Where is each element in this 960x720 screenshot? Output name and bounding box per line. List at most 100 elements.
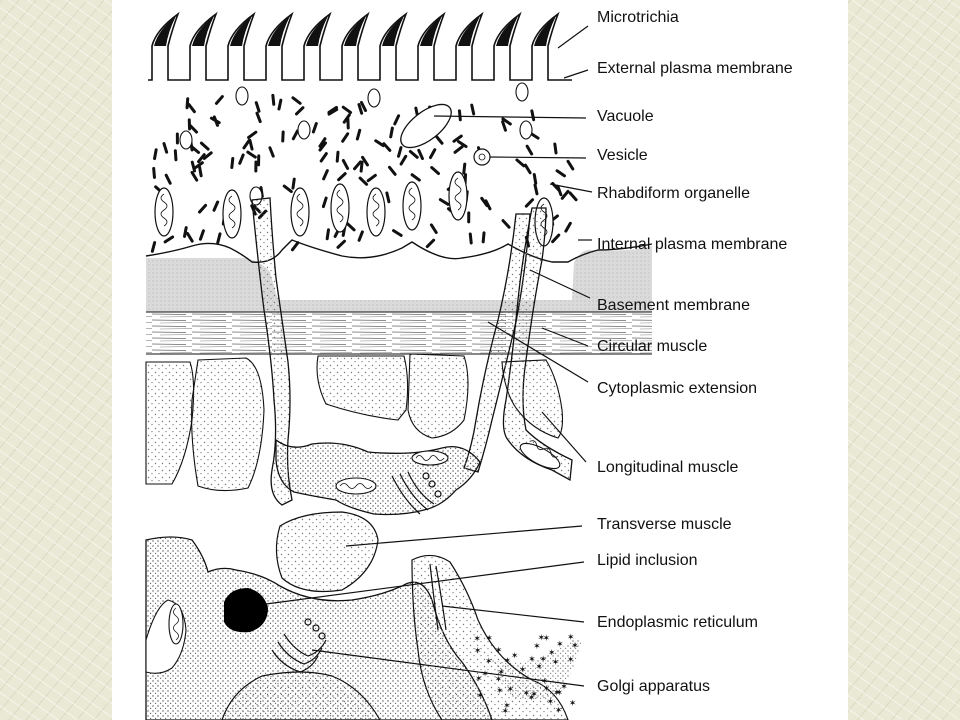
rhabdiform-rod [277, 98, 283, 111]
svg-text:✶: ✶ [552, 658, 560, 668]
rhabdiform-rod [425, 238, 436, 249]
rhabdiform-rod [254, 160, 258, 173]
svg-text:✶: ✶ [555, 706, 563, 716]
rhabdiform-rod [385, 191, 391, 204]
label-endoplasmic-reticulum: Endoplasmic reticulum [597, 614, 758, 631]
microtrichium-spine [458, 16, 480, 46]
svg-text:✶: ✶ [481, 670, 489, 680]
rhabdiform-rod [553, 142, 558, 155]
rhabdiform-rod [410, 173, 421, 182]
rhabdiform-rod [336, 239, 346, 249]
microtrichium-spine [268, 16, 290, 46]
rhabdiform-rod [481, 231, 486, 244]
rhabdiform-rod [361, 155, 369, 167]
rhabdiform-rod [164, 173, 172, 185]
svg-text:✶: ✶ [476, 691, 484, 701]
rhabdiform-rod [429, 223, 438, 234]
svg-text:✶: ✶ [474, 647, 482, 657]
rhabdiform-rod [190, 145, 201, 154]
label-cytoplasmic-extension: Cytoplasmic extension [597, 380, 758, 397]
rhabdiform-rod [564, 221, 572, 233]
rhabdiform-rod [374, 139, 385, 148]
golgi-apparatus-shape [271, 618, 327, 673]
rhabdiform-rod [408, 149, 419, 159]
svg-text:✶: ✶ [495, 646, 503, 656]
rhabdiform-rod [392, 229, 403, 237]
endoplasmic-reticulum-shape [429, 563, 447, 631]
rhabdiform-rod [162, 142, 169, 154]
rhabdiform-rod [212, 115, 220, 127]
rhabdiform-rod [430, 166, 440, 175]
label-golgi-apparatus: Golgi apparatus [597, 678, 710, 695]
rhabdiform-rod [480, 196, 489, 208]
label-lipid-inclusion: Lipid inclusion [597, 552, 698, 569]
microtrichium-spine [192, 16, 214, 46]
rhabdiform-rod [468, 232, 473, 245]
rhabdiform-rod [246, 150, 257, 159]
rhabdiform-rod [190, 170, 199, 182]
svg-text:✶: ✶ [539, 655, 547, 665]
lipid-inclusion-shape [224, 588, 268, 633]
transverse-muscle-shape [275, 511, 379, 593]
rhabdiform-rod [462, 162, 467, 175]
svg-text:✶: ✶ [495, 675, 503, 685]
rhabdiform-rod [341, 159, 350, 170]
rhabdiform-rod [198, 203, 208, 214]
rhabdiform-rod [359, 160, 364, 173]
rhabdiform-rod [457, 140, 468, 149]
rhabdiform-rod [190, 160, 196, 173]
rhabdiform-rod [355, 128, 362, 141]
svg-text:✶: ✶ [501, 707, 509, 717]
rhabdiform-rod [357, 230, 364, 242]
rhabdiform-rod [457, 109, 462, 122]
rhabdiform-rod [254, 101, 261, 113]
label-basement-membrane: Basement membrane [597, 297, 750, 314]
svg-text:✶: ✶ [535, 662, 543, 672]
rhabdiform-rod [501, 120, 507, 132]
rhabdiform-rod [257, 154, 261, 167]
longitudinal-muscle-4 [407, 353, 469, 439]
microtrichium-spine [534, 16, 556, 46]
rhabdiform-rod [452, 134, 463, 143]
rhabdiform-rod [152, 166, 156, 179]
rhabdiform-rod [438, 198, 450, 206]
rhabdiform-rod [214, 95, 224, 105]
microtrichium-spine [496, 16, 518, 46]
rhabdiform-rod [341, 105, 353, 114]
rhabdiform-rod [248, 138, 254, 151]
rhabdiform-rod [346, 117, 350, 130]
svg-text:✶: ✶ [485, 657, 493, 667]
circular-muscle-layer [146, 312, 652, 354]
rhabdiform-rod [382, 142, 392, 152]
rhabdiform-rod [212, 200, 220, 212]
rhabdiform-rod [337, 172, 347, 182]
rhabdiform-rod [268, 146, 275, 158]
label-longitudinal-muscle: Longitudinal muscle [597, 459, 739, 476]
rhabdiform-rod [291, 129, 300, 141]
svg-text:✶: ✶ [541, 677, 549, 687]
rhabdiform-rod [322, 169, 329, 181]
mitochondria-group [154, 171, 554, 247]
svg-text:✶: ✶ [523, 689, 531, 699]
rhabdiform-rod [327, 107, 339, 116]
label-vesicle: Vesicle [597, 147, 648, 164]
longitudinal-muscle-1 [145, 361, 195, 485]
rhabdiform-rod [387, 165, 397, 176]
rhabdiform-rod [566, 159, 575, 171]
microtrichium-spine [382, 16, 404, 46]
rhabdiform-rod [291, 96, 302, 105]
svg-text:✶: ✶ [569, 699, 577, 709]
rhabdiform-rod [327, 105, 338, 114]
rhabdiform-rod [198, 165, 203, 178]
slide-panel: ✶✶✶✶✶✶✶✶✶✶✶✶✶✶✶✶✶✶✶✶✶✶✶✶✶✶✶✶✶✶✶✶✶✶✶✶✶✶✶✶ [112, 0, 848, 720]
svg-text:✶: ✶ [503, 701, 511, 711]
rhabdiform-rod [524, 198, 535, 208]
rhabdiform-rod [389, 126, 394, 139]
rhabdiform-rod [551, 233, 561, 244]
internal-plasma-membrane-line [145, 239, 653, 263]
rhabdiform-rod [175, 132, 179, 145]
svg-text:✶: ✶ [547, 697, 555, 707]
label-vacuole: Vacuole [597, 108, 654, 125]
rhabdiform-rod [173, 149, 178, 162]
svg-text:✶: ✶ [556, 688, 564, 698]
